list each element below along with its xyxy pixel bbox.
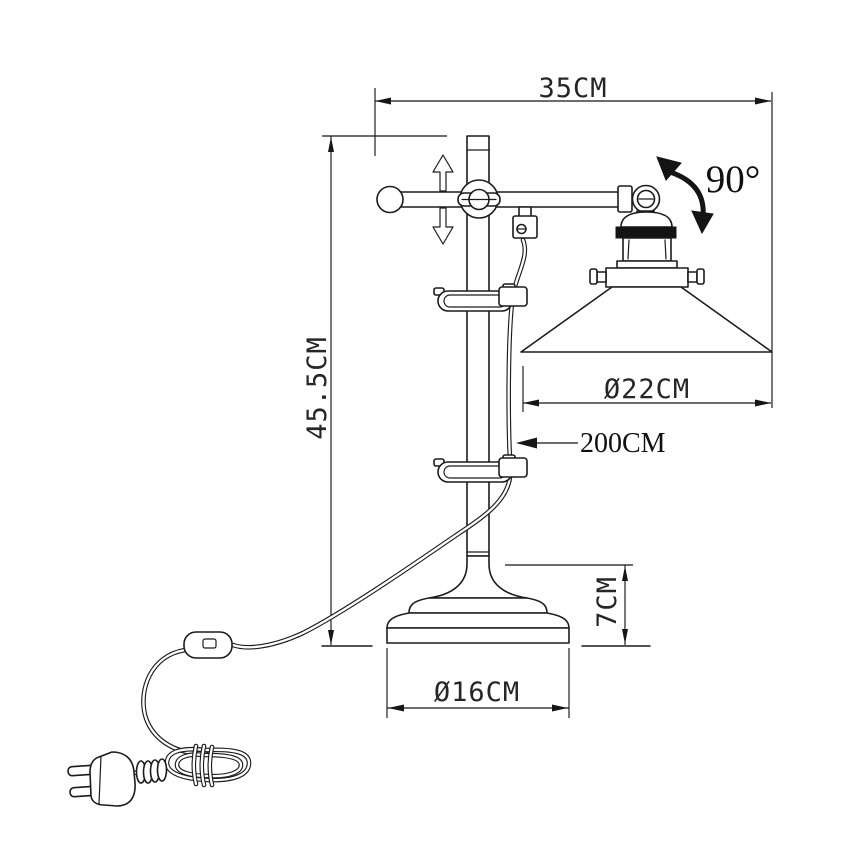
- arrow-up-icon: [432, 154, 454, 192]
- swivel-joint: [617, 184, 661, 218]
- arm-clamp-knob: [457, 179, 501, 219]
- cord-buckle-upper: [498, 286, 528, 307]
- cord-buckle-lower: [498, 457, 528, 478]
- dim-shade-diameter-22cm: Ø22CM: [522, 366, 771, 412]
- dim-overall-height-45-5cm: 45.5CM: [302, 135, 447, 647]
- thumbscrew-right: [696, 268, 705, 285]
- inline-switch: [183, 631, 233, 659]
- lamp-base: [386, 555, 570, 644]
- cord-coil: [164, 743, 252, 788]
- base-diameter-label: Ø16CM: [434, 677, 520, 708]
- switch-button: [202, 638, 217, 649]
- cord-twist: [131, 758, 168, 784]
- cord-clip-upper: [433, 283, 528, 312]
- lamp-socket: [589, 211, 705, 288]
- overall-height-label: 45.5CM: [302, 336, 333, 440]
- dim-base-height-7cm: 7CM: [505, 564, 651, 647]
- arrow-down-icon: [432, 207, 454, 245]
- rotation-arc: [669, 169, 706, 218]
- rotation-arrowhead-up: [656, 156, 682, 181]
- dim-base-diameter-16cm: Ø16CM: [386, 648, 570, 718]
- cord-bracket: [512, 206, 538, 239]
- dim-overall-width-35cm: 35CM: [374, 73, 773, 408]
- rotation-annotation: 90°: [656, 156, 761, 235]
- socket-band: [615, 226, 677, 239]
- arm-height-adjust-arrows: [432, 154, 454, 245]
- overall-width-label: 35CM: [538, 73, 607, 104]
- cord-clip-lower: [433, 454, 528, 483]
- rotation-angle-label: 90°: [706, 158, 761, 201]
- shade-holder: [605, 267, 689, 288]
- cord-length-label: 200CM: [580, 428, 666, 459]
- shade-diameter-label: Ø22CM: [604, 374, 690, 405]
- cord-length-callout: 200CM: [516, 428, 666, 459]
- rotation-arrowhead-down: [691, 210, 714, 235]
- power-plug: [67, 751, 136, 807]
- base-height-label: 7CM: [592, 576, 623, 628]
- thumbscrew-left: [589, 268, 598, 285]
- lamp-shade: [520, 286, 773, 353]
- arm-ball-knob: [376, 185, 404, 214]
